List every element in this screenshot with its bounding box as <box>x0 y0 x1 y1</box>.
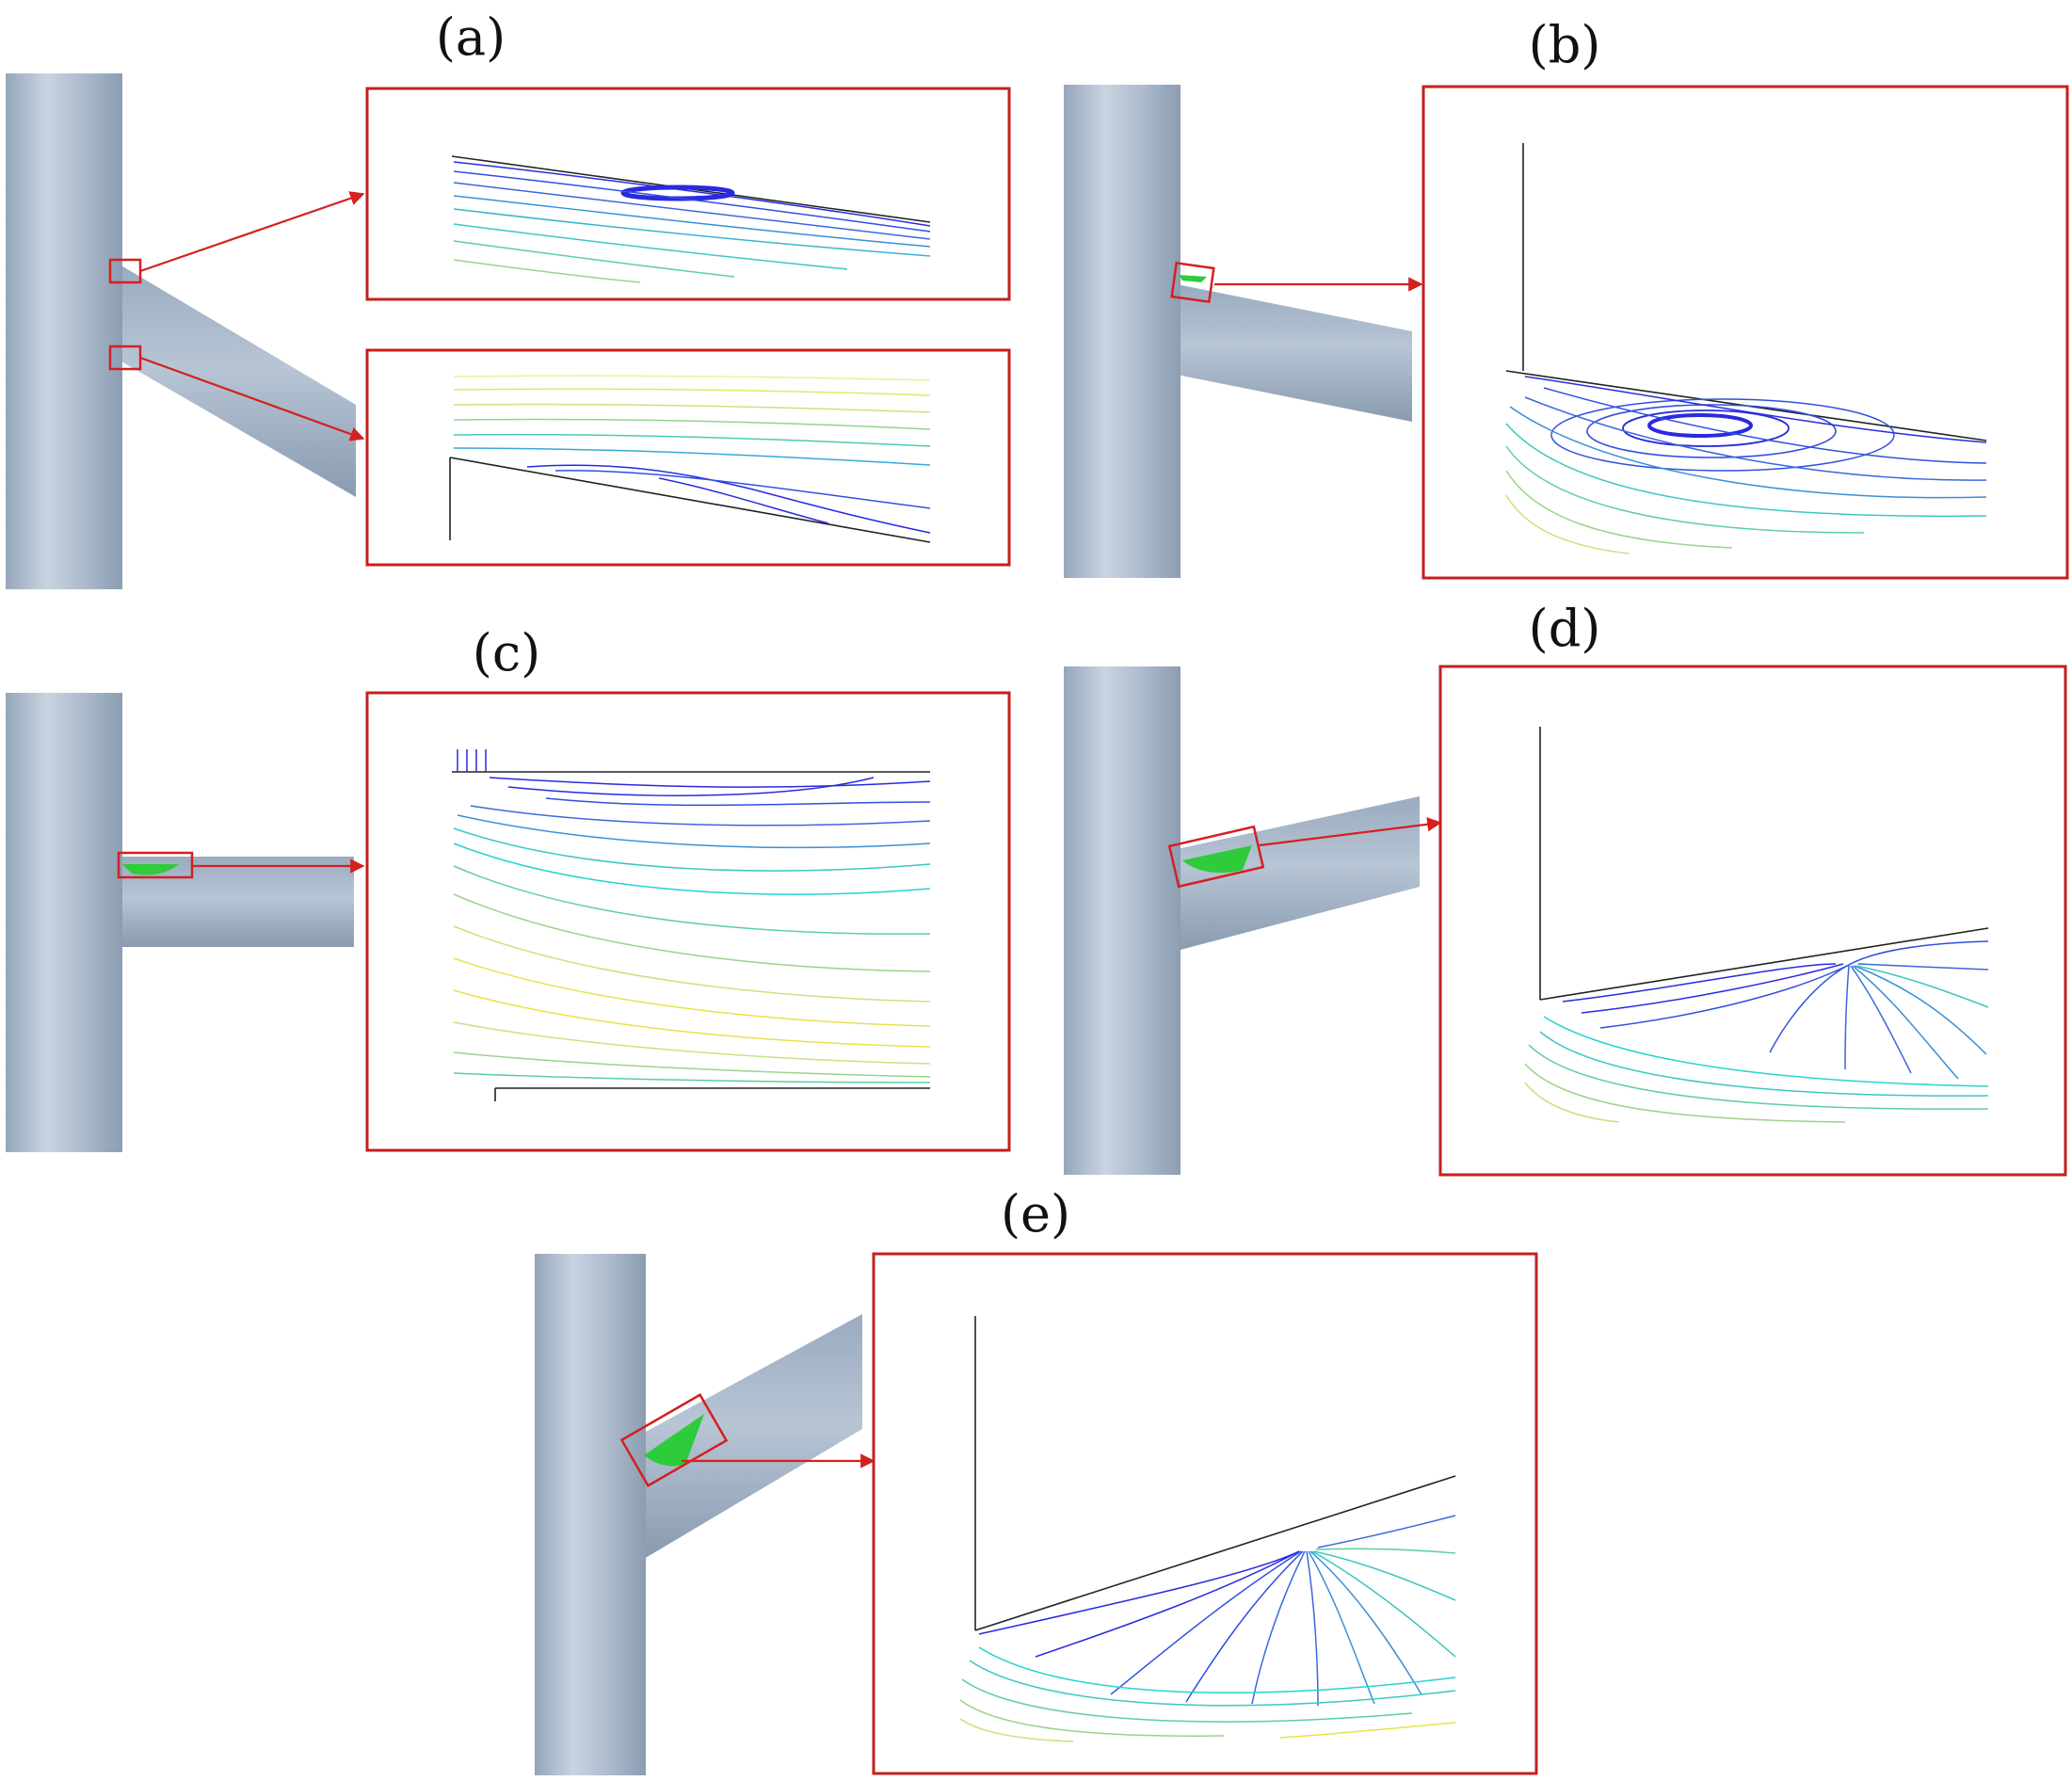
panel-b-label: (b) <box>1529 15 1601 74</box>
main-pipe <box>535 1254 646 1775</box>
leader-arrow <box>139 191 365 273</box>
streamline-plot-upper <box>451 155 931 283</box>
main-pipe <box>6 693 122 1152</box>
zoom-view <box>1438 665 2067 1177</box>
streamline-plot <box>1524 727 1989 1123</box>
highlight-box <box>619 1393 729 1487</box>
separation-zone <box>1179 275 1207 282</box>
panel-c-label: (c) <box>473 623 540 682</box>
separation-zone <box>1182 845 1252 874</box>
branch-pipe <box>1177 284 1412 422</box>
zoom-view-upper <box>365 87 1011 301</box>
leader-arrow <box>139 356 365 441</box>
panel-a: (a) <box>6 8 1011 589</box>
main-pipe <box>1064 666 1181 1175</box>
panel-b: (b) <box>1064 15 2069 580</box>
branch-pipe <box>119 857 354 947</box>
branch-pipe <box>1177 796 1420 951</box>
branch-pipe <box>115 262 356 497</box>
highlight-box <box>1167 825 1265 889</box>
panel-c: (c) <box>6 623 1011 1152</box>
panel-a-label: (a) <box>436 8 506 67</box>
streamline-plot <box>1505 143 1987 554</box>
separation-zone <box>644 1414 704 1467</box>
zoom-view <box>365 691 1011 1152</box>
panel-d-label: (d) <box>1529 599 1601 658</box>
recirculation-vortex <box>1647 413 1753 438</box>
highlight-box <box>1170 261 1215 304</box>
streamline-plot-lower <box>449 375 931 543</box>
main-pipe <box>1064 85 1181 578</box>
panel-e-label: (e) <box>1001 1184 1070 1243</box>
panel-e: (e) <box>535 1184 1538 1775</box>
panel-d: (d) <box>1064 599 2067 1177</box>
zoom-view-lower <box>365 348 1011 567</box>
separation-zone <box>122 864 179 875</box>
leader-arrow <box>1259 817 1442 847</box>
streamline-plot <box>959 1316 1456 1742</box>
zoom-view <box>872 1252 1538 1775</box>
zoom-view <box>1421 85 2069 580</box>
main-pipe <box>6 73 122 589</box>
branch-pipe <box>644 1314 862 1559</box>
streamline-plot <box>452 749 931 1101</box>
